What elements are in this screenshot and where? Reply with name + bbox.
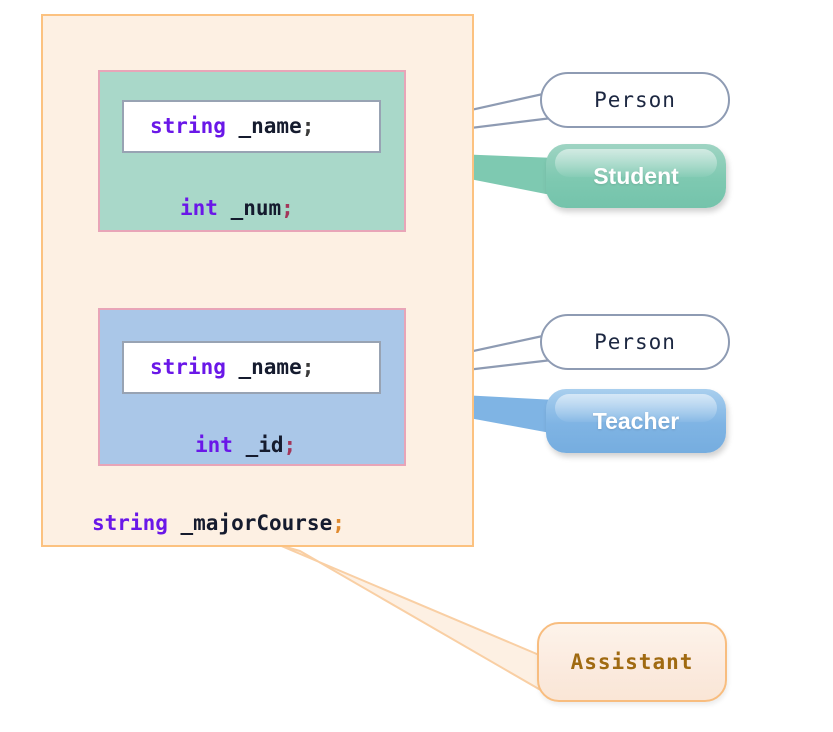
code-line-student-num: int _num;	[180, 196, 294, 220]
bubble-teacher[interactable]: Teacher	[546, 389, 726, 453]
code-line-teacher-name: string _name;	[150, 355, 314, 379]
code-terminator: ;	[281, 196, 294, 220]
code-line-student-name: string _name;	[150, 114, 314, 138]
bubble-label: Person	[594, 88, 676, 112]
bubble-student[interactable]: Student	[546, 144, 726, 208]
code-keyword: int	[195, 433, 233, 457]
code-terminator: ;	[332, 511, 345, 535]
code-keyword: string	[150, 355, 226, 379]
bubble-label: Assistant	[570, 650, 694, 674]
code-keyword: string	[150, 114, 226, 138]
bubble-label: Teacher	[592, 407, 680, 434]
code-keyword: string	[92, 511, 168, 535]
code-identifier: _majorCourse	[167, 511, 333, 535]
code-line-teacher-id: int _id;	[195, 433, 296, 457]
bubble-person-teacher[interactable]: Person	[540, 314, 730, 370]
code-terminator: ;	[283, 433, 297, 457]
bubble-label: Person	[594, 330, 676, 354]
member-box-student-name	[122, 100, 381, 153]
member-box-teacher-name	[122, 341, 381, 394]
code-identifier: _name	[225, 114, 302, 138]
code-identifier: _num	[217, 196, 282, 220]
code-keyword: int	[180, 196, 218, 220]
code-terminator: ;	[301, 355, 315, 379]
bubble-person-student[interactable]: Person	[540, 72, 730, 128]
code-terminator: ;	[301, 114, 315, 138]
code-identifier: _name	[225, 355, 302, 379]
bubble-label: Student	[593, 162, 679, 189]
bubble-assistant[interactable]: Assistant	[537, 622, 727, 702]
connector-outer-container-to-assistant	[278, 544, 552, 697]
code-line-major-course: string _majorCourse;	[92, 511, 345, 535]
code-identifier: _id	[232, 433, 284, 457]
